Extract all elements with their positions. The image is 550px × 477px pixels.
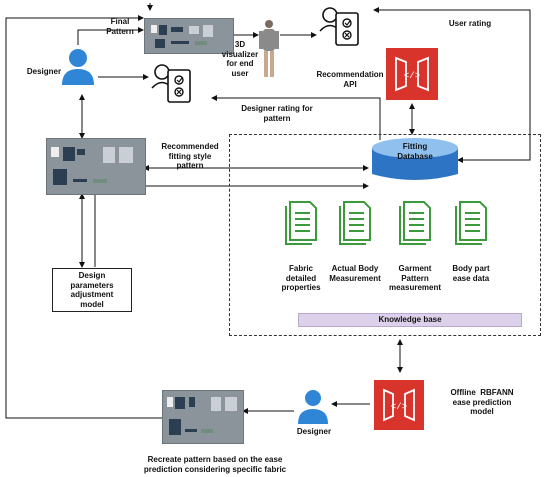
recommendation-api-label: Recommendation API — [316, 70, 384, 89]
final-pattern-label: Final Pattern — [106, 17, 134, 36]
database-icon — [370, 136, 460, 186]
knowledge-base-bar: Knowledge base — [298, 313, 522, 327]
pattern-panel-icon — [51, 147, 133, 185]
designer-icon — [296, 388, 330, 426]
document-label: Body part ease data — [452, 264, 490, 283]
fitting-database-label: Fitting Database — [397, 142, 433, 161]
recommended-pattern-panel — [46, 138, 146, 195]
offline-rbfann-label: Offline RBFANN ease prediction model — [450, 388, 514, 416]
document-label: Actual Body Measurement — [329, 264, 381, 283]
final-pattern-panel — [144, 18, 234, 54]
document-label: Fabric detailed properties — [281, 264, 321, 292]
visualizer-label: 3D visualizer for end user — [221, 40, 259, 78]
knowledge-region — [229, 134, 541, 336]
recreate-pattern-panel — [162, 390, 244, 444]
designer-icon — [60, 47, 96, 87]
designer-label-top: Designer — [26, 67, 62, 76]
mannequin-icon — [257, 19, 281, 79]
recommended-fitting-label: Recommended fitting style pattern — [161, 142, 219, 170]
designer-rating-label: Designer rating for pattern — [241, 104, 313, 123]
design-params-box: Design parameters adjustment model — [52, 268, 132, 312]
document-icon — [454, 200, 488, 246]
pattern-panel-icon — [151, 25, 213, 48]
recreate-label: Recreate pattern based on the ease predi… — [143, 455, 287, 474]
user-rating-label: User rating — [448, 19, 492, 28]
rating-checklist-icon — [318, 3, 364, 49]
document-icon — [398, 200, 432, 246]
rating-checklist-icon — [150, 60, 196, 106]
designer-label-bottom: Designer — [296, 427, 332, 436]
design-params-label: Design parameters adjustment model — [70, 271, 114, 309]
svg-text:</>: </> — [391, 402, 407, 412]
api-service-icon: </> — [374, 380, 424, 430]
api-service-icon: </> — [386, 48, 438, 100]
document-label: Garment Pattern measurement — [388, 264, 442, 292]
document-icon — [338, 200, 372, 246]
svg-text:</>: </> — [404, 71, 420, 81]
pattern-panel-icon — [167, 397, 237, 435]
document-icon — [284, 200, 318, 246]
